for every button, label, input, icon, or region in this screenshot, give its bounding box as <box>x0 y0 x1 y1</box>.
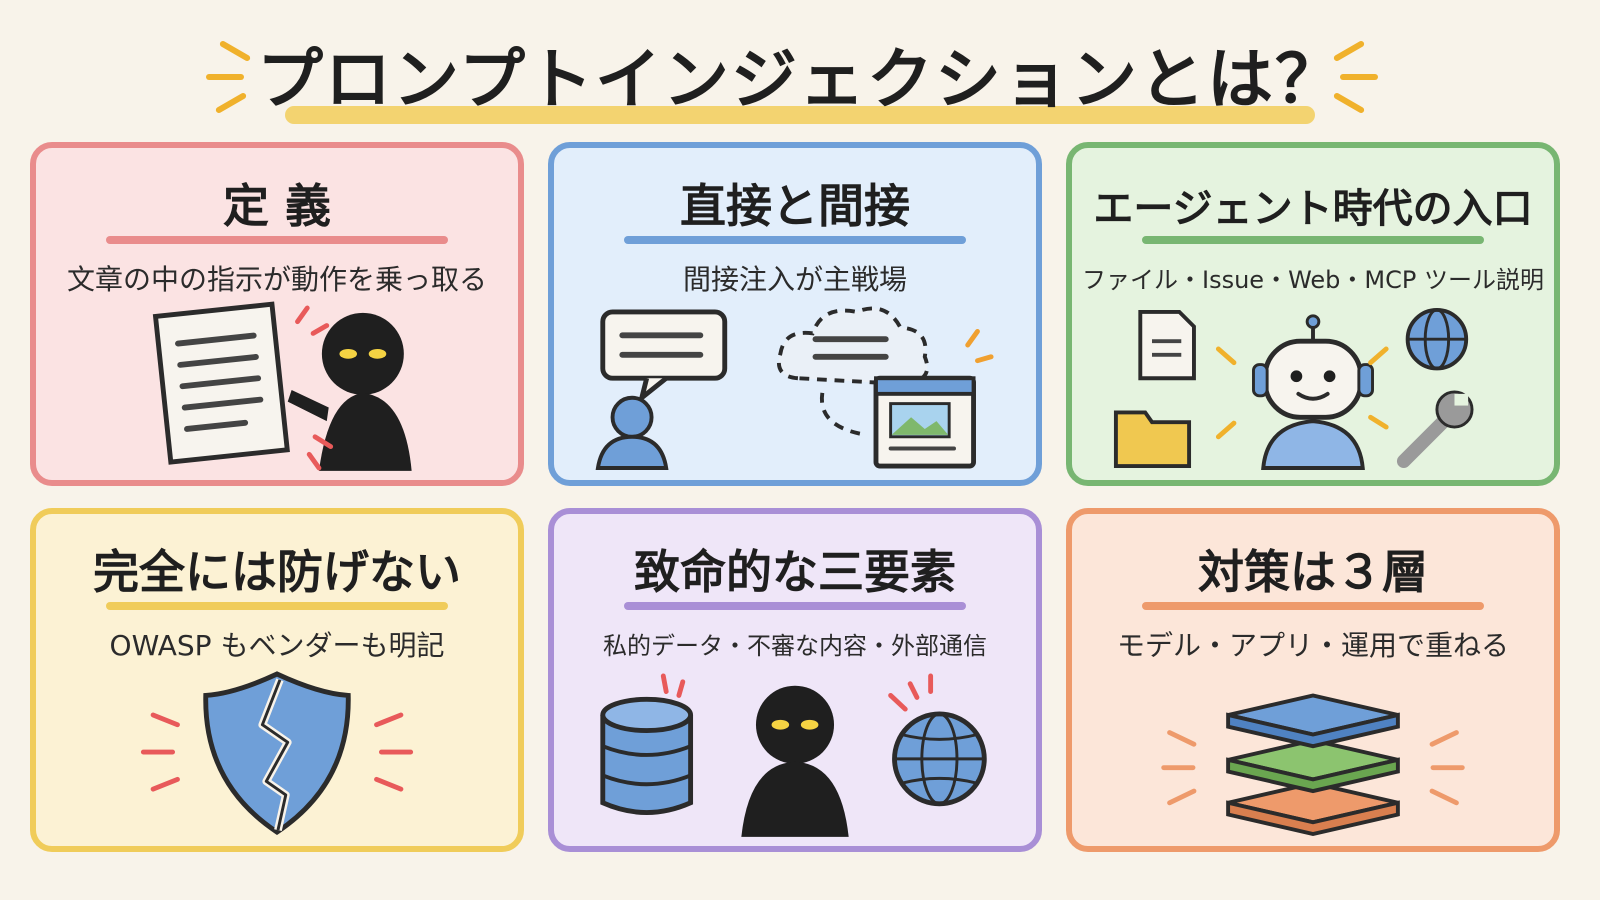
card-subtitle: 私的データ・不審な内容・外部通信 <box>603 632 987 660</box>
alert-marks <box>140 712 414 792</box>
emphasis-marks <box>1161 730 1465 806</box>
illustration-definition <box>36 298 518 478</box>
page-title: プロンプトインジェクションとは？ <box>256 41 1344 118</box>
speech-bubble-icon <box>600 309 728 401</box>
alert-marks <box>965 328 994 364</box>
card-subtitle: ファイル・Issue・Web・MCP ツール説明 <box>1082 266 1544 294</box>
card-title: 完全には防げない <box>93 545 461 599</box>
card-definition: 定 義 文章の中の指示が動作を乗っ取る <box>30 142 524 486</box>
illustration-direct-indirect <box>554 298 1036 478</box>
alert-marks <box>295 305 334 471</box>
card-subtitle: モデル・アプリ・運用で重ねる <box>1116 629 1509 662</box>
alert-marks <box>660 673 934 712</box>
card-title: 定 義 <box>222 179 331 233</box>
card-subtitle: 文章の中の指示が動作を乗っ取る <box>66 263 487 296</box>
card-three-layers: 対策は３層 モデル・アプリ・運用で重ねる <box>1066 508 1560 852</box>
title-underline <box>285 106 1315 124</box>
document-icon <box>152 301 290 465</box>
card-title: 致命的な三要素 <box>634 545 956 599</box>
card-direct-indirect: 直接と間接 間接注入が主戦場 <box>548 142 1042 486</box>
robot-icon <box>1252 314 1374 470</box>
illustration-lethal-trifecta <box>554 664 1036 844</box>
card-rule <box>624 602 966 610</box>
card-rule <box>1142 602 1484 610</box>
spark-decoration <box>206 74 244 80</box>
title-area: プロンプトインジェクションとは？ <box>0 18 1600 128</box>
card-rule <box>106 602 448 610</box>
card-title: 直接と間接 <box>680 179 910 233</box>
card-subtitle: 間接注入が主戦場 <box>682 263 907 296</box>
hacker-icon <box>741 685 849 837</box>
illustration-agent-era <box>1072 298 1554 478</box>
illustration-cannot-prevent <box>36 664 518 844</box>
card-rule <box>624 236 966 244</box>
spark-decoration <box>1340 74 1378 80</box>
webpage-icon <box>873 375 976 469</box>
layers-icon <box>1226 693 1400 837</box>
illustration-three-layers <box>1072 664 1554 844</box>
card-lethal-trifecta: 致命的な三要素 私的データ・不審な内容・外部通信 <box>548 508 1042 852</box>
broken-shield-icon <box>203 671 351 835</box>
connector-marks <box>1215 346 1389 440</box>
card-rule <box>106 236 448 244</box>
globe-icon <box>892 711 987 807</box>
card-rule <box>1142 236 1484 244</box>
wrench-icon <box>1396 390 1474 469</box>
folder-icon <box>1113 410 1192 469</box>
file-icon <box>1138 309 1196 381</box>
hacker-icon <box>287 312 412 471</box>
card-title: エージェント時代の入口 <box>1093 186 1533 232</box>
card-agent-era: エージェント時代の入口 ファイル・Issue・Web・MCP ツール説明 <box>1066 142 1560 486</box>
database-icon <box>600 696 694 815</box>
card-cannot-prevent: 完全には防げない OWASP もベンダーも明記 <box>30 508 524 852</box>
card-title: 対策は３層 <box>1198 545 1428 599</box>
cloud-icon <box>776 306 930 437</box>
globe-icon <box>1405 307 1469 371</box>
card-subtitle: OWASP もベンダーも明記 <box>109 629 445 662</box>
user-icon <box>595 395 669 470</box>
